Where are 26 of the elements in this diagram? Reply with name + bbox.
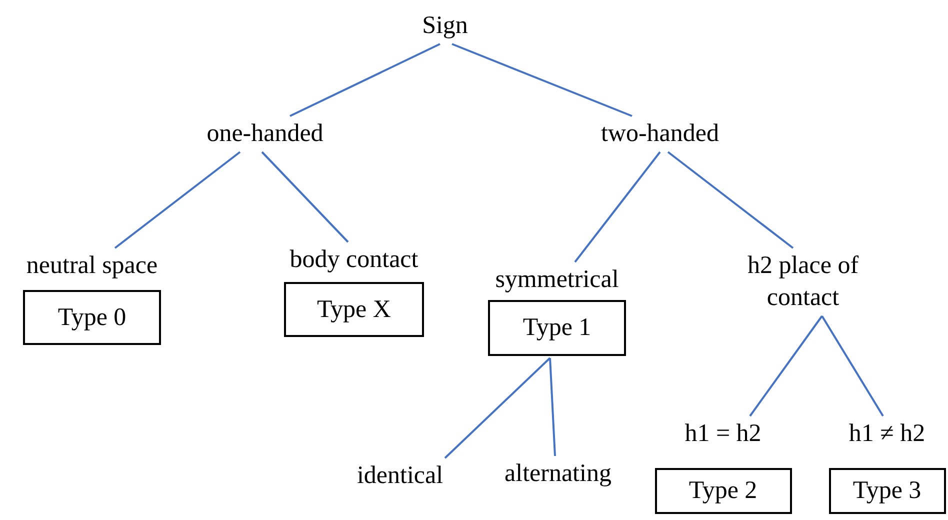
connector-line	[261, 151, 349, 243]
connector-line	[667, 151, 794, 249]
connector-line	[549, 358, 556, 456]
connector-line	[452, 43, 632, 117]
connector-line	[290, 43, 440, 117]
node-label: h1 ≠ h2	[848, 419, 926, 449]
type-box: Type 3	[828, 468, 946, 514]
node-label: h2 place of contact	[723, 250, 883, 314]
connector-line	[821, 315, 884, 417]
node-label: symmetrical	[495, 265, 619, 295]
node-label: Sign	[385, 10, 505, 42]
type-box: Type 1	[488, 300, 626, 356]
node-label: identical	[335, 460, 465, 492]
type-box: Type 2	[654, 468, 792, 514]
connector-line	[574, 151, 661, 263]
node-label: neutral space	[26, 251, 158, 281]
node-label: body contact	[290, 245, 418, 275]
node-label: h1 = h2	[684, 419, 762, 449]
connector-line	[444, 357, 551, 459]
connector-line	[114, 151, 241, 249]
node-label: alternating	[483, 458, 633, 490]
type-box: Type X	[284, 282, 424, 337]
node-label: two-handed	[570, 118, 750, 150]
type-box: Type 0	[23, 290, 161, 345]
node-label: one-handed	[175, 118, 355, 150]
connector-line	[749, 315, 823, 417]
